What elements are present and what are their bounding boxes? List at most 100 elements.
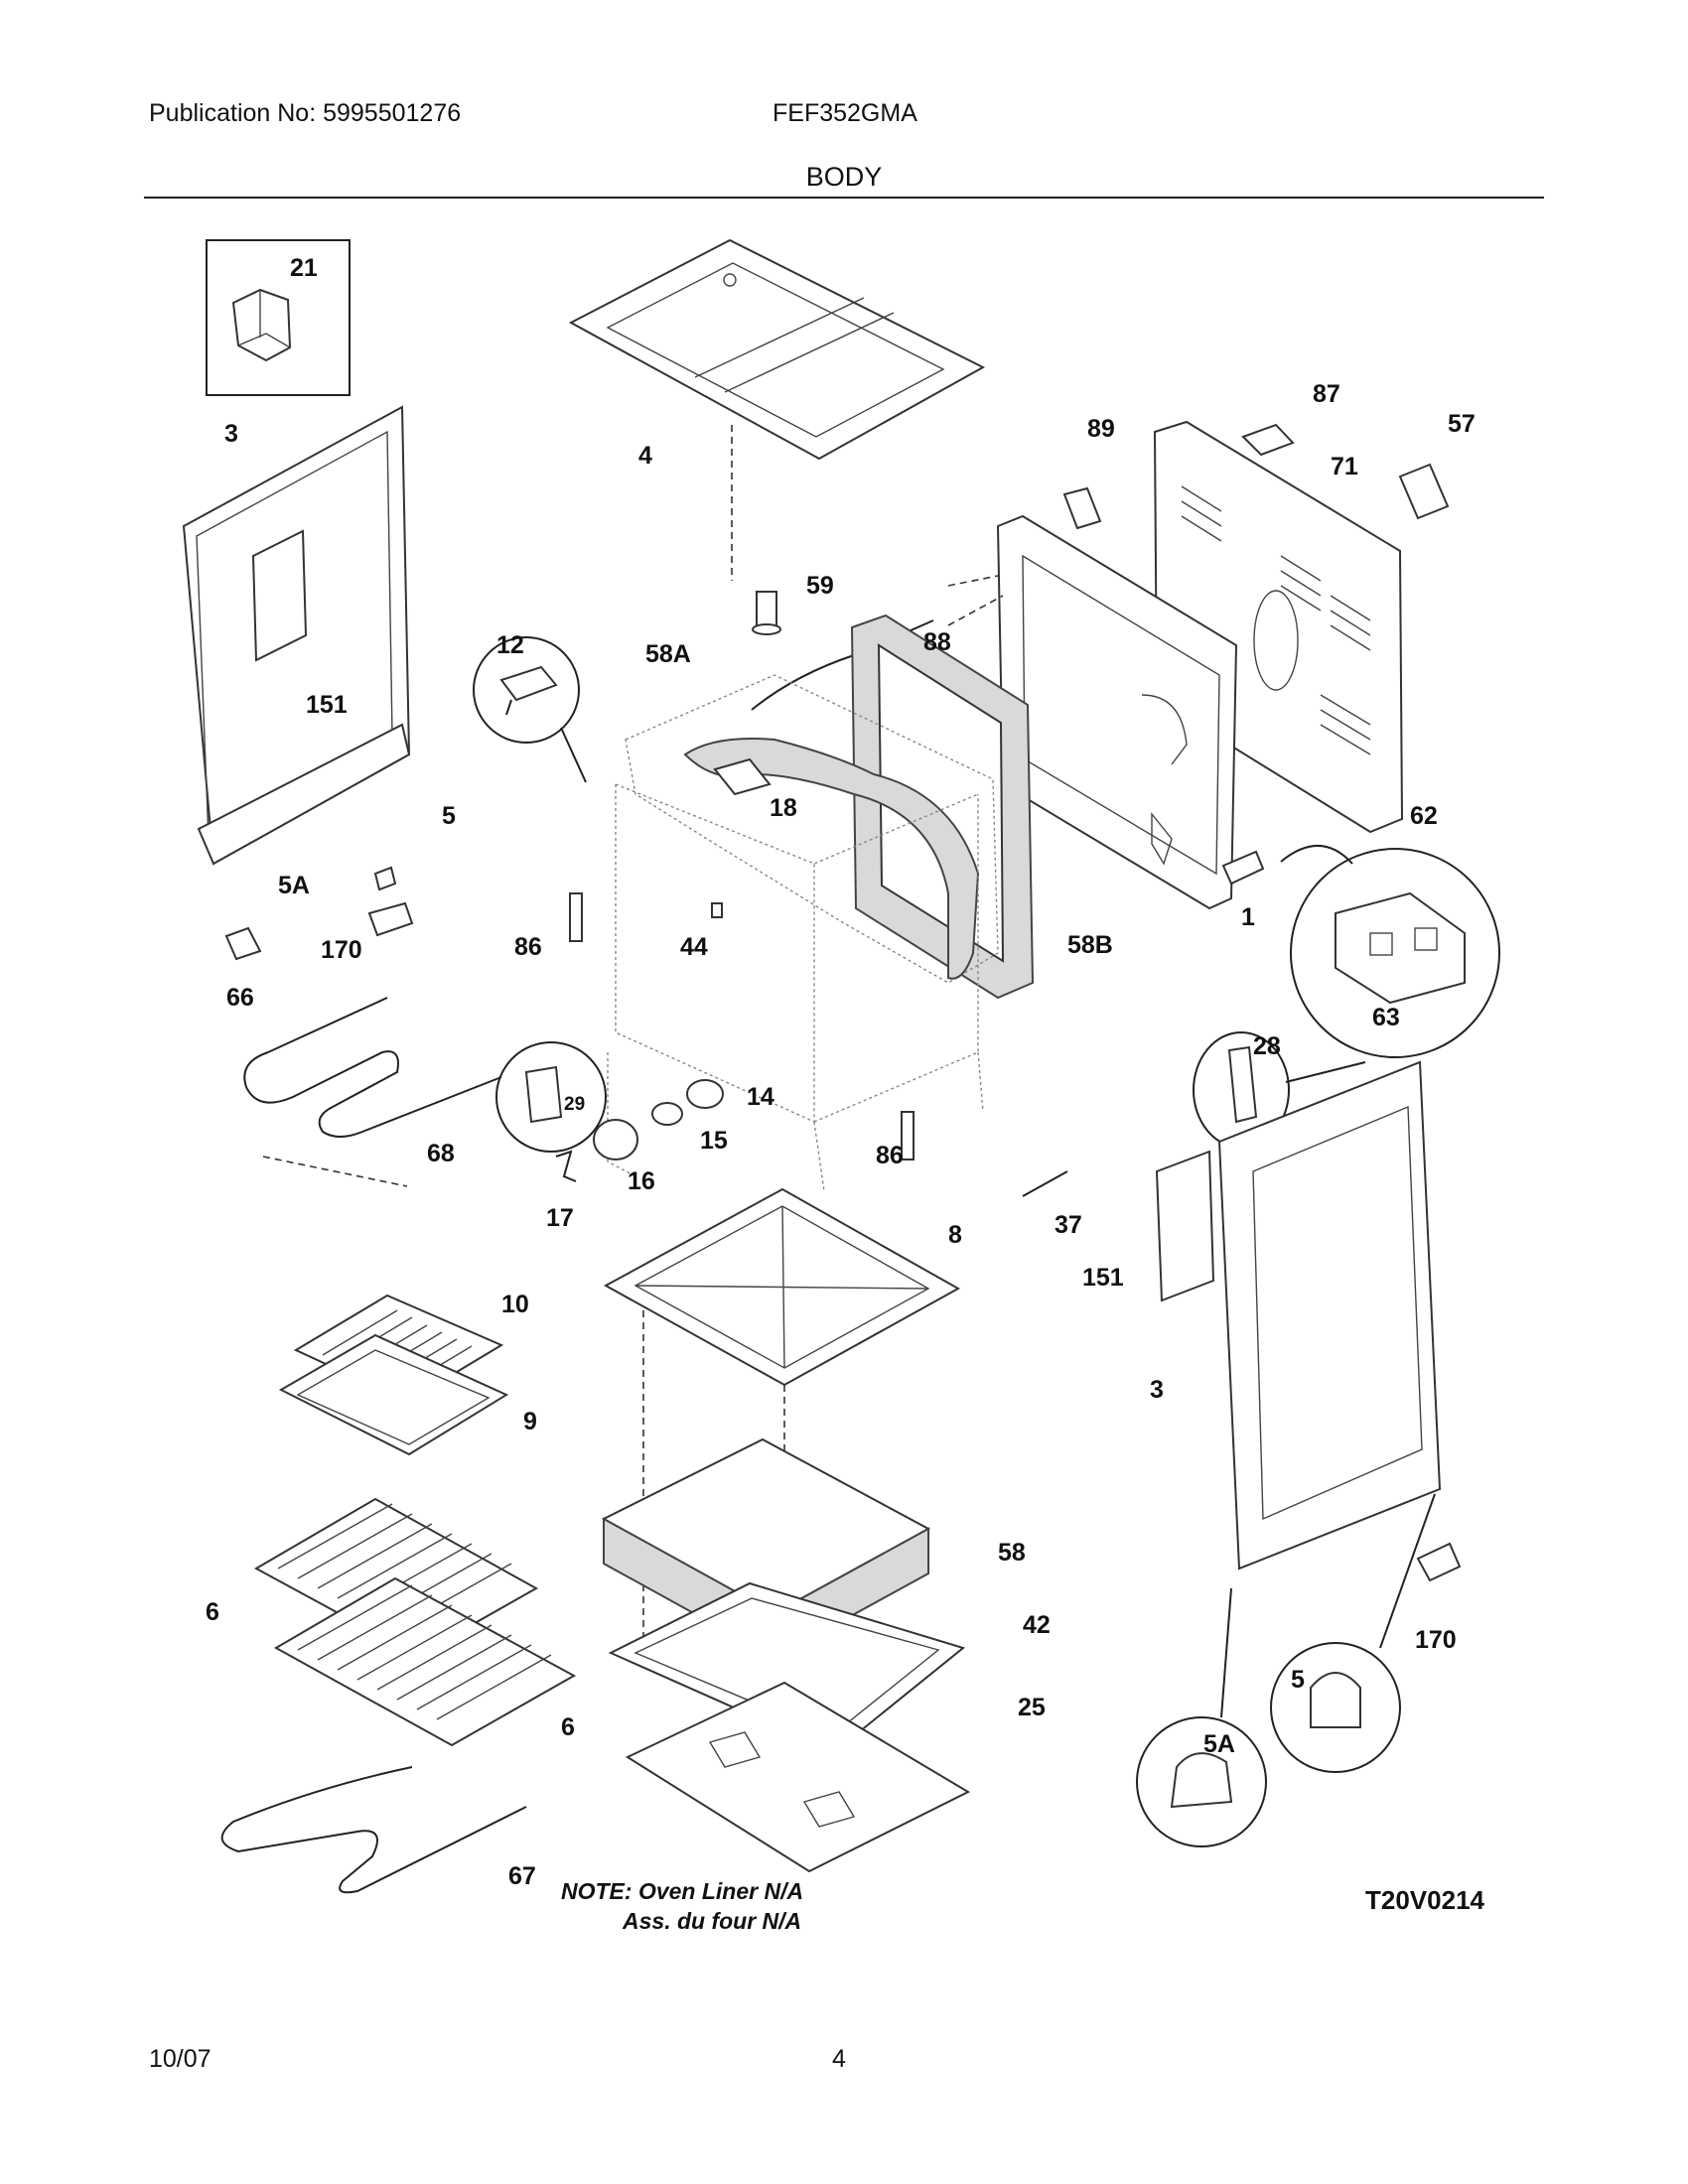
callout-88: 88 [923, 628, 951, 656]
model-number: FEF352GMA [773, 99, 917, 127]
callout-42: 42 [1023, 1611, 1051, 1639]
part-66-bake-element [243, 997, 502, 1138]
part-5A-left-foot [224, 926, 262, 961]
callout-87: 87 [1313, 380, 1340, 408]
callout-25: 25 [1018, 1694, 1046, 1721]
callout-21: 21 [290, 254, 318, 282]
callout-5A-left: 5A [278, 872, 310, 899]
callout-5-right: 5 [1291, 1666, 1305, 1694]
part-86-bracket-top [569, 892, 583, 942]
callout-8: 8 [948, 1221, 962, 1249]
callout-9: 9 [523, 1408, 537, 1435]
leader-28 [1285, 1061, 1366, 1083]
publication-date: 10/07 [149, 2045, 211, 2073]
part-44-clip [711, 902, 723, 918]
callout-17: 17 [546, 1204, 574, 1232]
section-title: BODY [805, 162, 883, 192]
part-6-rack-bottom [273, 1576, 577, 1747]
note-line-1: NOTE: Oven Liner N/A [561, 1878, 803, 1904]
callout-151-right: 151 [1082, 1264, 1124, 1292]
callout-4: 4 [638, 442, 652, 470]
callout-1: 1 [1241, 903, 1255, 931]
callout-16: 16 [628, 1167, 655, 1195]
part-5-left-leveler [373, 866, 397, 891]
callout-58B: 58B [1067, 931, 1113, 959]
callout-68: 68 [427, 1140, 455, 1167]
callout-151-left: 151 [306, 691, 348, 719]
part-151-left-bracket [251, 529, 308, 662]
drawing-code: T20V0214 [1365, 1885, 1485, 1915]
part-18-bracket [713, 757, 772, 796]
note-line-2: Ass. du four N/A [622, 1908, 801, 1934]
callout-59: 59 [806, 572, 834, 600]
part-37-sensor [1022, 1170, 1068, 1197]
callout-37: 37 [1055, 1211, 1082, 1239]
callout-44: 44 [680, 933, 708, 961]
callout-86-bottom: 86 [876, 1142, 904, 1169]
part-4-top-panel [568, 238, 986, 461]
callout-18: 18 [770, 794, 797, 822]
callout-62: 62 [1410, 802, 1438, 830]
part-1-frame [996, 514, 1238, 910]
part-87-bracket [1241, 423, 1295, 457]
callout-3-right: 3 [1150, 1376, 1164, 1404]
part-57-cover [1398, 463, 1450, 520]
callout-170-left: 170 [321, 936, 362, 964]
callout-57: 57 [1448, 410, 1476, 438]
callout-14: 14 [747, 1083, 774, 1111]
part-88-wire [751, 619, 934, 711]
publication-number: Publication No: 5995501276 [149, 99, 462, 127]
lamp-assembly [555, 1079, 724, 1182]
leader-62-arrow [1280, 845, 1353, 865]
callout-6-bottom: 6 [561, 1713, 575, 1741]
callout-66: 66 [226, 984, 254, 1012]
part-170-right-bracket [1416, 1542, 1462, 1582]
leader-88-dash [947, 575, 1004, 626]
callout-10: 10 [501, 1291, 529, 1318]
callout-15: 15 [700, 1127, 728, 1155]
callout-71: 71 [1331, 453, 1358, 480]
leader-8-dash [642, 1310, 785, 1668]
callout-58: 58 [998, 1539, 1026, 1567]
callout-63: 63 [1372, 1004, 1400, 1031]
callout-3-left: 3 [224, 420, 238, 448]
part-21-inset [206, 239, 351, 396]
callout-58A: 58A [645, 640, 691, 668]
callout-170-right: 170 [1415, 1626, 1457, 1654]
part-59-bushing [752, 591, 781, 635]
part-12-detail [473, 636, 580, 744]
part-3-right-side-panel [1217, 1060, 1442, 1570]
callout-5A-right: 5A [1203, 1730, 1235, 1758]
page-number: 4 [832, 2045, 846, 2073]
callout-12: 12 [496, 631, 524, 659]
callout-5-left: 5 [442, 802, 456, 830]
part-29-detail [495, 1041, 607, 1153]
part-58B-rear-insulation [850, 614, 1035, 1000]
header-divider [144, 197, 1544, 199]
callout-29: 29 [564, 1094, 585, 1115]
leader-leveler-right [1220, 1493, 1436, 1718]
part-62-detail [1290, 848, 1500, 1058]
part-25-bottom-plate [625, 1681, 971, 1873]
part-67-broil-element [220, 1766, 527, 1894]
part-170-left-bracket [367, 901, 414, 937]
part-58A-wrap-insulation [625, 674, 999, 984]
part-62-terminal-block [1221, 850, 1265, 886]
part-86-bracket-bottom [901, 1111, 914, 1160]
callout-67: 67 [508, 1862, 536, 1890]
callout-6-top: 6 [206, 1598, 219, 1626]
part-5-right-detail [1270, 1642, 1401, 1773]
part-151-right-bracket [1155, 1150, 1215, 1302]
part-89-clip [1062, 486, 1102, 530]
leader-12 [560, 727, 587, 783]
part-68-wire [262, 1156, 408, 1187]
callout-28: 28 [1253, 1032, 1281, 1060]
part-8-oven-bottom [603, 1187, 961, 1387]
oven-liner-ghost [607, 783, 984, 1192]
part-5A-right-detail [1136, 1716, 1267, 1847]
part-28-detail [1193, 1031, 1290, 1149]
callout-86-top: 86 [514, 933, 542, 961]
part-9-broiler-pan [278, 1333, 509, 1456]
callout-89: 89 [1087, 415, 1115, 443]
